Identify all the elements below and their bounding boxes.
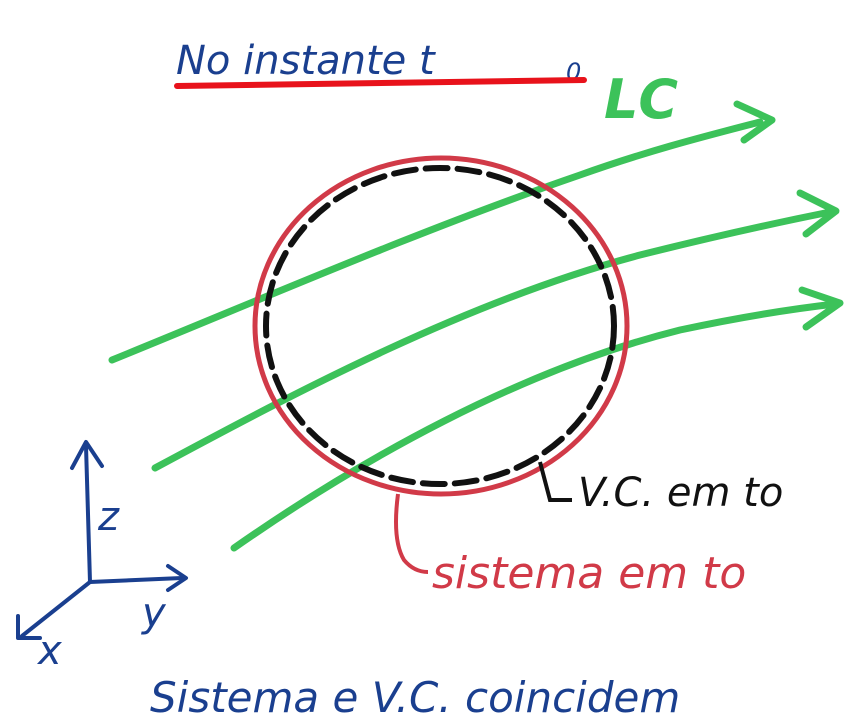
x-axis-label: x (36, 628, 62, 674)
system-boundary (252, 155, 630, 497)
control-volume-boundary (263, 165, 617, 487)
streamline-3-arrowhead (798, 286, 844, 331)
coordinate-axes (16, 440, 188, 640)
title-underline (174, 77, 587, 89)
y-axis-label: y (141, 590, 167, 636)
streamline-1-arrowhead (733, 100, 776, 144)
z-axis (84, 444, 92, 584)
y-axis-arrowhead (166, 564, 188, 592)
title-group: No instante t 0 (174, 38, 587, 89)
z-axis-arrowhead (70, 440, 104, 470)
control-volume-leader (538, 461, 572, 502)
system-label: sistema em to (432, 548, 746, 599)
streamlines (108, 100, 844, 552)
x-axis-arrowhead (16, 614, 42, 640)
streamline-2-arrowhead (796, 189, 840, 238)
title-text: No instante t (176, 38, 436, 84)
streamline-1 (108, 118, 764, 364)
system-leader (394, 493, 429, 574)
flow-label: LC (604, 68, 678, 131)
y-axis (88, 576, 184, 584)
control-volume-label: V.C. em to (578, 470, 783, 516)
x-axis (20, 580, 92, 638)
streamline-2 (151, 208, 834, 472)
streamline-3 (230, 300, 839, 552)
caption-text: Sistema e V.C. coincidem (150, 673, 680, 722)
z-axis-label: z (97, 494, 120, 540)
